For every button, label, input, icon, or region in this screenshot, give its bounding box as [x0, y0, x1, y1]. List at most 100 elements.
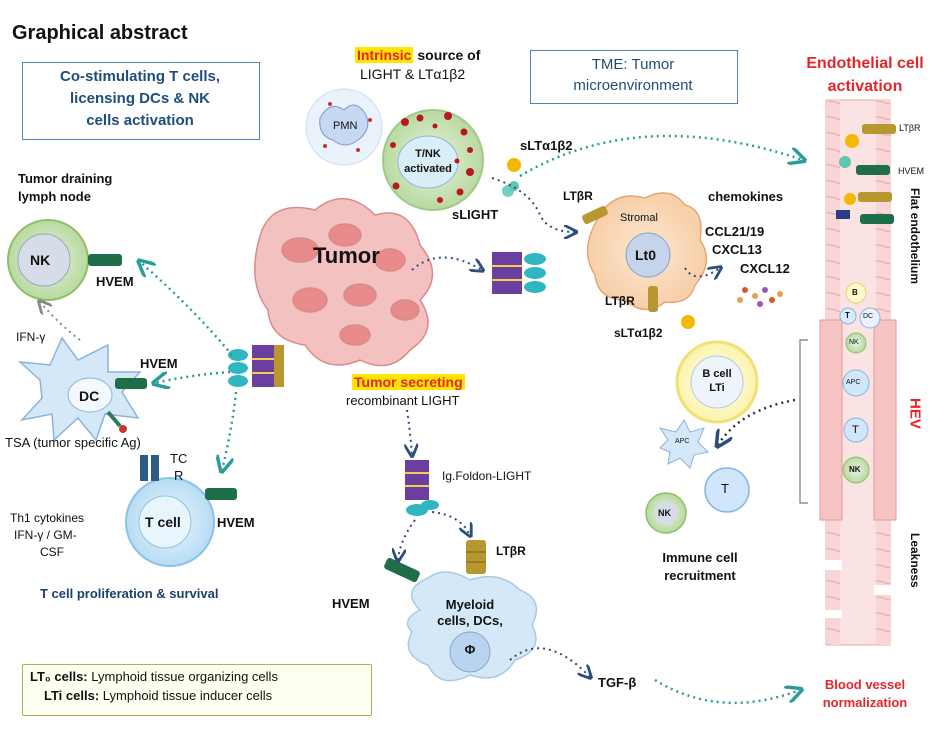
intrinsic-source-line-2: LIGHT & LTα1β2 — [360, 66, 466, 82]
tme-line-1: TME: Tumor — [591, 56, 675, 73]
tcr-receptor — [140, 455, 148, 481]
vessel-b-label: B — [852, 288, 858, 297]
legend-box — [22, 664, 372, 716]
costim-line-2: licensing DCs & NK — [69, 90, 211, 107]
ltbr-myeloid — [466, 540, 486, 574]
ltbr-label-3: LTβR — [496, 544, 526, 558]
legend-line-2: LTi cells: Lymphoid tissue inducer cells — [44, 688, 273, 704]
stromal-cell — [586, 192, 708, 311]
bcell-label-2: LTi — [709, 382, 725, 394]
hvem-myeloid — [384, 557, 420, 583]
ltbr-label-2: LTβR — [605, 294, 635, 308]
tumor-secreting-line: Tumor secreting — [352, 374, 465, 390]
t-small-label: T — [721, 481, 729, 496]
tprolif-label: T cell proliferation & survival — [40, 586, 219, 601]
hvem-t-label: HVEM — [217, 515, 255, 530]
vessel-apc-label: APC — [846, 379, 861, 386]
tumor-secreting-highlight: Tumor secreting — [352, 374, 465, 390]
legend-lt0-term: LT₀ cells: — [30, 669, 88, 684]
tumor-cluster — [254, 197, 434, 367]
immune-recruit-2: recruitment — [664, 568, 736, 583]
hev-label: HEV — [906, 398, 924, 429]
chemokines-label: chemokines — [708, 189, 784, 204]
bcell-label-1: B cell — [702, 368, 732, 380]
bcell-lti — [675, 340, 759, 424]
apc-label: APC — [675, 438, 690, 445]
costim-line-3: cells activation — [86, 112, 194, 129]
vessel-nk1-label: NK — [849, 339, 859, 346]
tcell-label: T cell — [145, 514, 181, 530]
th1-label-3: CSF — [40, 545, 64, 559]
slta-top-label: sLTα1β2 — [520, 138, 573, 153]
cxcl13-label: CXCL13 — [712, 242, 762, 257]
legend-lt0-def: Lymphoid tissue organizing cells — [91, 669, 278, 684]
vessel-nk2-label: NK — [849, 465, 861, 474]
tme-box — [530, 50, 738, 104]
pmn-cell — [305, 88, 383, 166]
tumor-label: Tumor — [313, 243, 380, 268]
vessel-t2-label: T — [852, 424, 859, 436]
chemokine-particles — [737, 287, 783, 307]
ltbr-label-1: LTβR — [563, 189, 593, 203]
cxcl12-label: CXCL12 — [740, 261, 790, 276]
lymph-node-line-2: lymph node — [18, 189, 91, 204]
th1-label-2: IFN-γ / GM- — [14, 528, 77, 542]
legend-line-1: LT₀ cells: Lymphoid tissue organizing ce… — [30, 669, 278, 685]
immune-recruit-1: Immune cell — [662, 550, 738, 565]
costim-box — [22, 62, 260, 140]
blood-vessel-1: Blood vessel — [824, 677, 906, 692]
lt0-label: Lt0 — [635, 247, 656, 263]
tnk-activated-cell — [382, 109, 484, 211]
nk-small-label: NK — [658, 508, 671, 518]
tcr-label-1: TC — [170, 451, 188, 466]
blood-vessel-2: normalization — [822, 695, 908, 710]
myeloid-label-3: Φ — [464, 642, 476, 657]
flat-endothelium-label: Flat endothelium — [907, 188, 922, 284]
hvem-receptor-nk — [88, 254, 122, 266]
apc-cell — [658, 419, 710, 469]
vessel-receptors — [836, 124, 896, 224]
tnk-label-2: activated — [404, 163, 452, 175]
hvem-receptor-dc — [115, 378, 147, 389]
t-cell — [125, 477, 215, 567]
tgfb-label: TGF-β — [598, 675, 637, 690]
tme-line-2: microenvironment — [573, 77, 693, 94]
igfoldon-light — [405, 460, 439, 516]
stromal-label: Stromal — [620, 212, 658, 224]
vessel-dc-label: DC — [863, 313, 874, 320]
costim-line-1: Co-stimulating T cells, — [59, 68, 221, 85]
blood-vessel — [819, 99, 897, 646]
slta-bottom-label: sLTα1β2 — [614, 326, 663, 340]
slta-molecule — [507, 158, 521, 172]
leakness-label: Leakness — [907, 533, 922, 588]
slight-label: sLIGHT — [452, 207, 499, 222]
ifn-label: IFN-γ — [16, 330, 46, 344]
tsa-label: TSA (tumor specific Ag) — [5, 435, 141, 450]
dc-label: DC — [79, 388, 100, 404]
th1-label-1: Th1 cytokines — [10, 511, 85, 525]
legend-lti-term: LTi cells: — [44, 688, 100, 703]
recombinant-label: recombinant LIGHT — [346, 393, 460, 408]
ccl-label: CCL21/19 — [705, 224, 765, 239]
intrinsic-highlight: Intrinsic — [355, 47, 414, 63]
hvem-nk-label: HVEM — [96, 274, 134, 289]
myeloid-label-1: Myeloid — [445, 597, 495, 612]
intrinsic-rest: source of — [417, 47, 481, 63]
igfoldon-label: Ig.Foldon-LIGHT — [442, 469, 532, 483]
endothelial-title-1: Endothelial cell — [806, 55, 924, 72]
nk-cell-ln — [7, 219, 89, 301]
light-trimer-center — [492, 252, 546, 294]
vessel-hvem-label: HVEM — [898, 166, 925, 176]
vessel-ltbr-label: LTβR — [899, 123, 921, 133]
myeloid-label-2: cells, DCs, — [437, 613, 503, 628]
hvem-myeloid-label: HVEM — [332, 596, 370, 611]
pmn-label: PMN — [333, 120, 358, 132]
legend-lti-def: Lymphoid tissue inducer cells — [102, 688, 273, 703]
endothelial-title-2: activation — [827, 78, 903, 95]
hvem-receptor-t — [205, 488, 237, 500]
myeloid-cell — [406, 571, 538, 682]
lymph-node-line-1: Tumor draining — [18, 171, 113, 186]
tnk-label-1: T/NK — [415, 148, 441, 160]
vessel-t1-label: T — [845, 311, 850, 320]
light-trimer-left — [228, 345, 284, 387]
